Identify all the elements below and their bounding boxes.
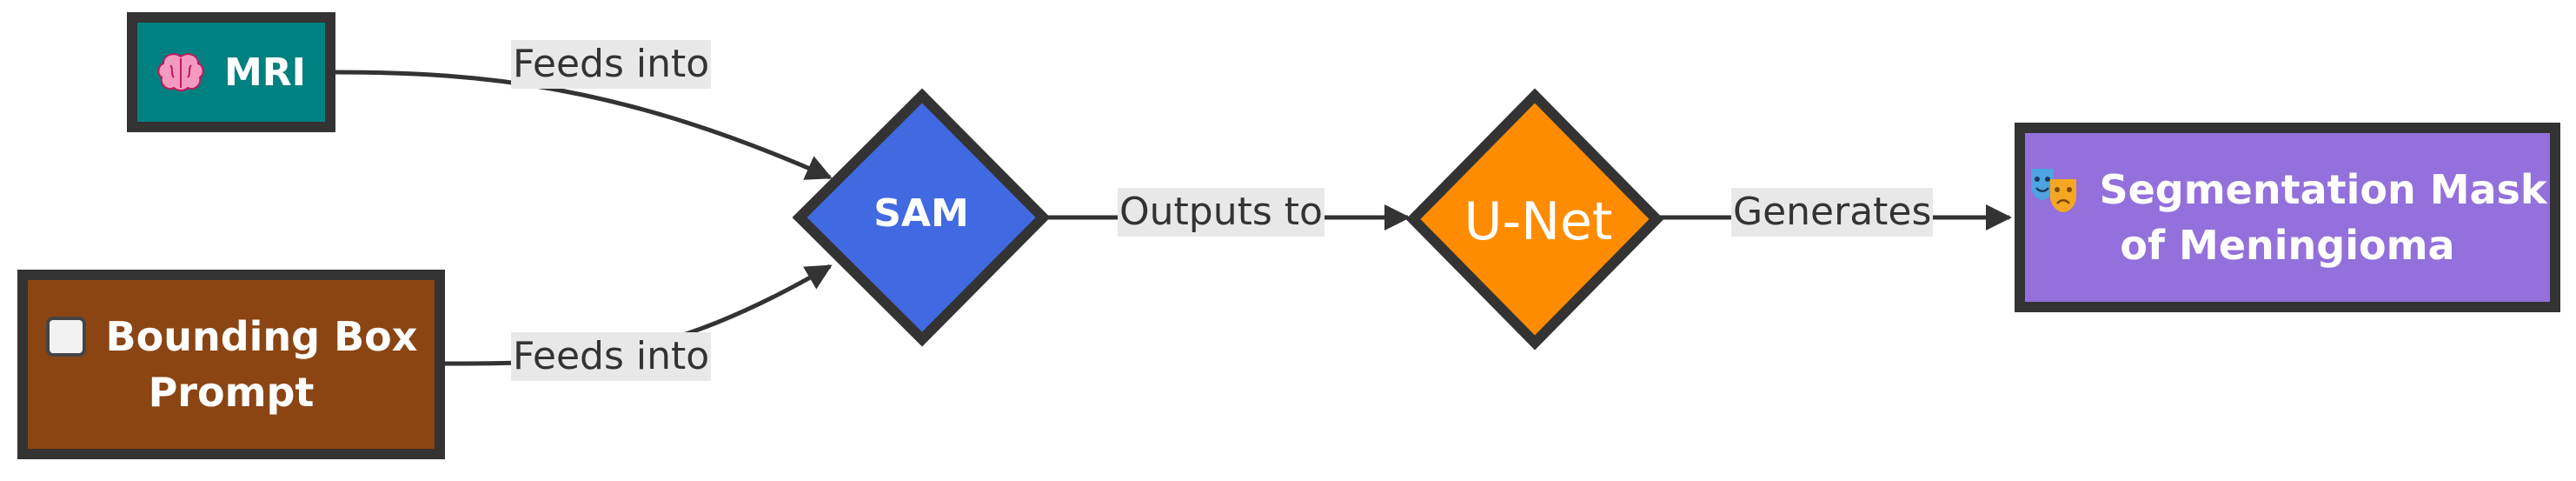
unet-diamond[interactable] — [1405, 88, 1664, 351]
mri-label: MRI — [223, 50, 307, 95]
seg-label-line2: of Meningioma — [2120, 222, 2455, 269]
bbox-label-line1: Bounding Box — [105, 313, 418, 360]
unet-label: U-Net — [1464, 191, 1613, 252]
checkbox-icon — [45, 317, 86, 357]
edge-label-mri-sam: Feeds into — [511, 40, 712, 89]
brain-icon — [157, 53, 204, 91]
bounding-box-prompt-node[interactable]: Bounding Box Prompt — [17, 270, 445, 459]
theater-masks-icon — [2031, 169, 2077, 212]
edge-label-sam-unet: Outputs to — [1118, 188, 1325, 237]
sam-label: SAM — [873, 190, 969, 236]
seg-label-line1: Segmentation Mask — [2099, 166, 2547, 213]
sam-diamond[interactable] — [792, 88, 1051, 347]
segmentation-mask-node[interactable]: Segmentation Mask of Meningioma — [2015, 123, 2560, 312]
bbox-label-line2: Prompt — [148, 369, 315, 416]
edge-label-unet-seg: Generates — [1731, 188, 1934, 237]
edge-mri-to-sam — [335, 70, 833, 180]
mri-node[interactable]: MRI — [127, 12, 335, 132]
edge-label-bbox-sam: Feeds into — [511, 332, 712, 381]
